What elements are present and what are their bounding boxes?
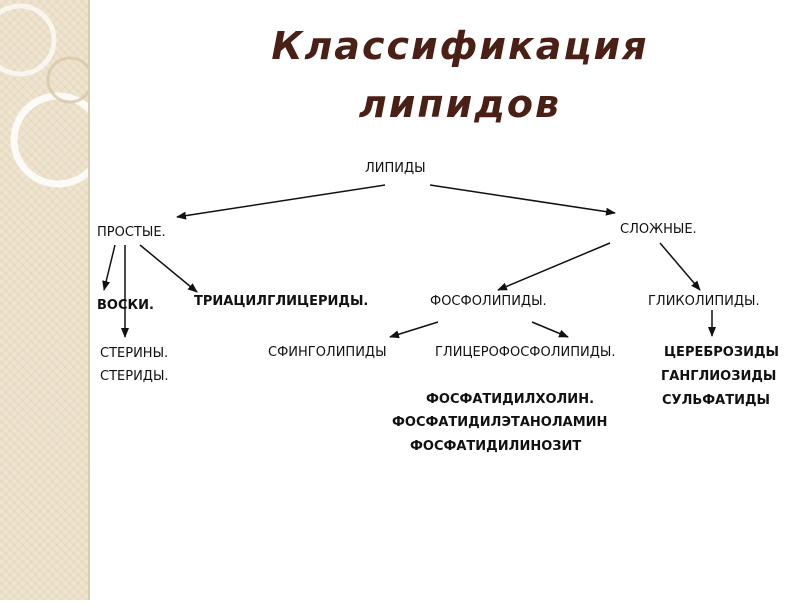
node-cerebrosides: ЦЕРЕБРОЗИДЫ — [664, 345, 779, 360]
side-divider-line — [88, 0, 90, 600]
node-phosphatidylinositol: ФОСФАТИДИЛИНОЗИТ — [410, 439, 581, 454]
edge-complex-to-glycolipids — [659, 242, 701, 291]
node-glycerophospholipids: ГЛИЦЕРОФОСФОЛИПИДЫ. — [435, 345, 616, 360]
edge-simple-to-waxes — [102, 244, 116, 291]
edge-root-to-simple — [176, 184, 386, 220]
node-complex: СЛОЖНЫЕ. — [620, 222, 697, 237]
edge-phospholipids-to-glycerophospholipids — [531, 321, 569, 338]
node-glycolipids: ГЛИКОЛИПИДЫ. — [648, 294, 760, 309]
node-simple: ПРОСТЫЕ. — [97, 225, 166, 240]
node-gangliosides: ГАНГЛИОЗИДЫ — [661, 369, 776, 384]
node-sterides: СТЕРИДЫ. — [100, 369, 169, 384]
edge-simple-to-triacylglycerides — [139, 244, 198, 293]
edge-root-to-complex — [429, 184, 616, 216]
node-sulfatides: СУЛЬФАТИДЫ — [662, 393, 770, 408]
decorative-side-panel — [0, 0, 106, 600]
node-phospholipids: ФОСФОЛИПИДЫ. — [430, 294, 547, 309]
edge-phospholipids-to-sphingolipids — [389, 321, 439, 339]
node-sphingolipids: СФИНГОЛИПИДЫ — [268, 345, 387, 360]
slide-title-line-2: липидов — [358, 82, 562, 126]
node-triacylglycerides: ТРИАЦИЛГЛИЦЕРИДЫ. — [194, 294, 368, 309]
node-phosphatidylethanolamine: ФОСФАТИДИЛЭТАНОЛАМИН — [392, 415, 607, 430]
node-waxes: ВОСКИ. — [97, 298, 154, 313]
node-sterins: СТЕРИНЫ. — [100, 346, 168, 361]
edge-complex-to-phospholipids — [497, 242, 611, 291]
node-phosphatidylcholine: ФОСФАТИДИЛХОЛИН. — [426, 392, 594, 407]
slide-title-line-1: Классификация — [271, 24, 649, 68]
node-lipids: ЛИПИДЫ — [365, 161, 426, 176]
